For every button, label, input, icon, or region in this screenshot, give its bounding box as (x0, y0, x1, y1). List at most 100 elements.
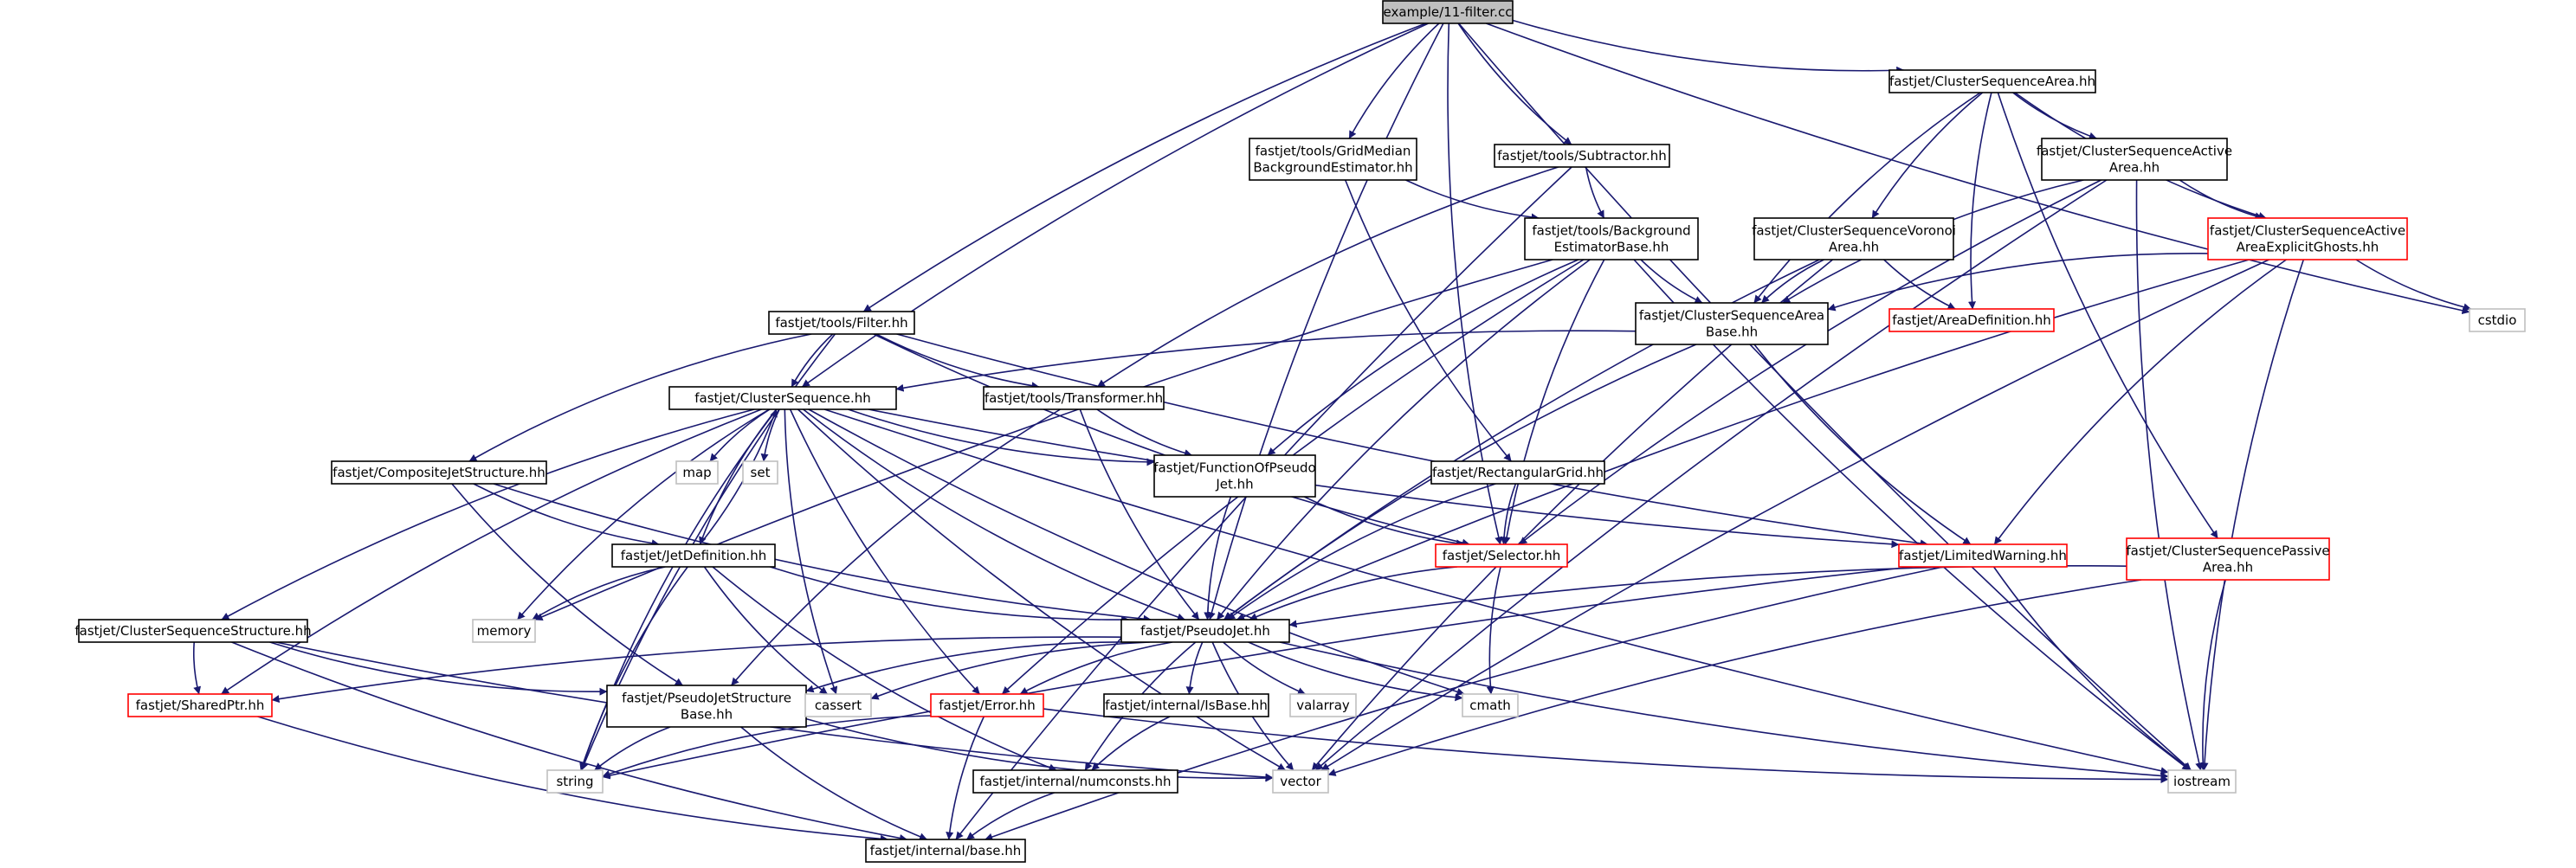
node-valarray[interactable]: valarray (1289, 693, 1357, 717)
edge-bgestbase-to-csareabase (1640, 259, 1703, 304)
node-box-valarray[interactable] (1289, 693, 1357, 717)
node-pseudojet[interactable]: fastjet/PseudoJet.hh (1120, 619, 1290, 643)
node-csstructure[interactable]: fastjet/ClusterSequenceStructure.hh (74, 619, 312, 643)
node-label-functionofpj: Jet.hh (1215, 477, 1253, 492)
node-box-pseudojet[interactable] (1120, 619, 1290, 643)
node-map[interactable]: map (675, 460, 719, 485)
node-cmath[interactable]: cmath (1462, 693, 1519, 717)
node-box-cspassive[interactable] (2126, 537, 2330, 581)
node-box-map[interactable] (675, 460, 719, 485)
node-box-set[interactable] (742, 460, 778, 485)
edge-selector-to-cmath (1486, 566, 1501, 695)
node-box-functionofpj[interactable] (1153, 454, 1316, 498)
edge-functionofpj-to-selector (1303, 496, 1464, 548)
node-label-string: string (556, 774, 593, 789)
edge-filter_cc-to-iostream (1458, 23, 2192, 771)
edge-cs-to-iostream (823, 408, 2169, 775)
node-box-string[interactable] (546, 769, 604, 794)
node-box-iostream[interactable] (2167, 769, 2237, 794)
edge-subtractor-to-transformer (1096, 166, 1559, 388)
node-label-jetdef: fastjet/JetDefinition.hh (621, 548, 766, 563)
node-transformer[interactable]: fastjet/tools/Transformer.hh (983, 386, 1165, 410)
node-box-csactive[interactable] (2041, 138, 2228, 181)
edge-filter_cc-to-subtractor (1457, 23, 1572, 145)
node-box-cs[interactable] (668, 386, 897, 410)
node-label-pseudojet: fastjet/PseudoJet.hh (1140, 623, 1270, 639)
node-box-selector[interactable] (1435, 543, 1568, 568)
node-limitedwarning[interactable]: fastjet/LimitedWarning.hh (1898, 543, 2068, 568)
node-isbase[interactable]: fastjet/internal/IsBase.hh (1103, 693, 1269, 717)
node-sharedptr[interactable]: fastjet/SharedPtr.hh (127, 693, 273, 717)
edge-csactive-to-vector (1314, 179, 2108, 771)
node-selector[interactable]: fastjet/Selector.hh (1435, 543, 1568, 568)
node-label-gridmedian: BackgroundEstimator.hh (1253, 160, 1412, 176)
node-box-vector[interactable] (1272, 769, 1329, 794)
node-memory[interactable]: memory (472, 619, 536, 643)
node-filterhh[interactable]: fastjet/tools/Filter.hh (768, 311, 915, 335)
edge-filterhh-to-limitedwarning (896, 333, 1928, 548)
node-base[interactable]: fastjet/internal/base.hh (865, 839, 1026, 863)
node-label-vector: vector (1280, 774, 1321, 789)
node-iostream[interactable]: iostream (2167, 769, 2237, 794)
edge-functionofpj-to-pseudojet (1204, 496, 1232, 620)
node-box-bgestbase[interactable] (1524, 217, 1699, 260)
edge-limitedwarning-to-iostream (1992, 566, 2192, 771)
node-box-subtractor[interactable] (1494, 144, 1670, 168)
node-subtractor[interactable]: fastjet/tools/Subtractor.hh (1494, 144, 1670, 168)
node-label-selector: fastjet/Selector.hh (1443, 548, 1561, 563)
node-box-areadef[interactable] (1888, 308, 2055, 332)
node-label-bgestbase: EstimatorBase.hh (1554, 240, 1669, 255)
node-box-transformer[interactable] (983, 386, 1165, 410)
node-jetdef[interactable]: fastjet/JetDefinition.hh (611, 543, 776, 568)
node-string[interactable]: string (546, 769, 604, 794)
node-box-numconsts[interactable] (972, 769, 1178, 794)
edge-jetdef-to-pseudojet (770, 566, 1130, 624)
node-box-error[interactable] (930, 693, 1044, 717)
node-box-limitedwarning[interactable] (1898, 543, 2068, 568)
node-box-pjstructbase[interactable] (606, 685, 807, 728)
node-label-error: fastjet/Error.hh (939, 698, 1035, 713)
edge-pseudojet-to-sharedptr (271, 636, 1122, 704)
node-cassert[interactable]: cassert (804, 693, 872, 717)
node-box-csstructure[interactable] (78, 619, 308, 643)
node-csactiveghosts[interactable]: fastjet/ClusterSequenceActiveAreaExplici… (2207, 217, 2408, 260)
node-vector[interactable]: vector (1272, 769, 1329, 794)
node-box-csarea[interactable] (1888, 69, 2096, 93)
node-box-csvoronoi[interactable] (1753, 217, 1954, 260)
node-numconsts[interactable]: fastjet/internal/numconsts.hh (972, 769, 1178, 794)
node-box-base[interactable] (865, 839, 1026, 863)
node-box-cmath[interactable] (1462, 693, 1519, 717)
node-box-cstdio[interactable] (2469, 308, 2526, 332)
node-gridmedian[interactable]: fastjet/tools/GridMedianBackgroundEstima… (1249, 138, 1417, 181)
node-areadef[interactable]: fastjet/AreaDefinition.hh (1888, 308, 2055, 332)
node-box-cassert[interactable] (804, 693, 872, 717)
node-box-jetdef[interactable] (611, 543, 776, 568)
node-box-sharedptr[interactable] (127, 693, 273, 717)
node-box-csareabase[interactable] (1635, 302, 1829, 345)
node-set[interactable]: set (742, 460, 778, 485)
node-box-compositejs[interactable] (331, 460, 547, 485)
node-error[interactable]: fastjet/Error.hh (930, 693, 1044, 717)
node-compositejs[interactable]: fastjet/CompositeJetStructure.hh (331, 460, 547, 485)
node-box-csactiveghosts[interactable] (2207, 217, 2408, 260)
node-box-filter_cc[interactable] (1382, 0, 1514, 24)
node-box-rectgrid[interactable] (1430, 460, 1605, 485)
node-rectgrid[interactable]: fastjet/RectangularGrid.hh (1430, 460, 1605, 485)
node-box-isbase[interactable] (1103, 693, 1269, 717)
node-csarea[interactable]: fastjet/ClusterSequenceArea.hh (1888, 69, 2096, 93)
node-label-compositejs: fastjet/CompositeJetStructure.hh (332, 465, 546, 480)
node-box-memory[interactable] (472, 619, 536, 643)
edge-pjstructbase-to-base (740, 726, 927, 840)
node-box-filterhh[interactable] (768, 311, 915, 335)
node-filter_cc[interactable]: example/11-filter.cc (1382, 0, 1514, 24)
node-cs[interactable]: fastjet/ClusterSequence.hh (668, 386, 897, 410)
node-box-gridmedian[interactable] (1249, 138, 1417, 181)
node-cstdio[interactable]: cstdio (2469, 308, 2526, 332)
